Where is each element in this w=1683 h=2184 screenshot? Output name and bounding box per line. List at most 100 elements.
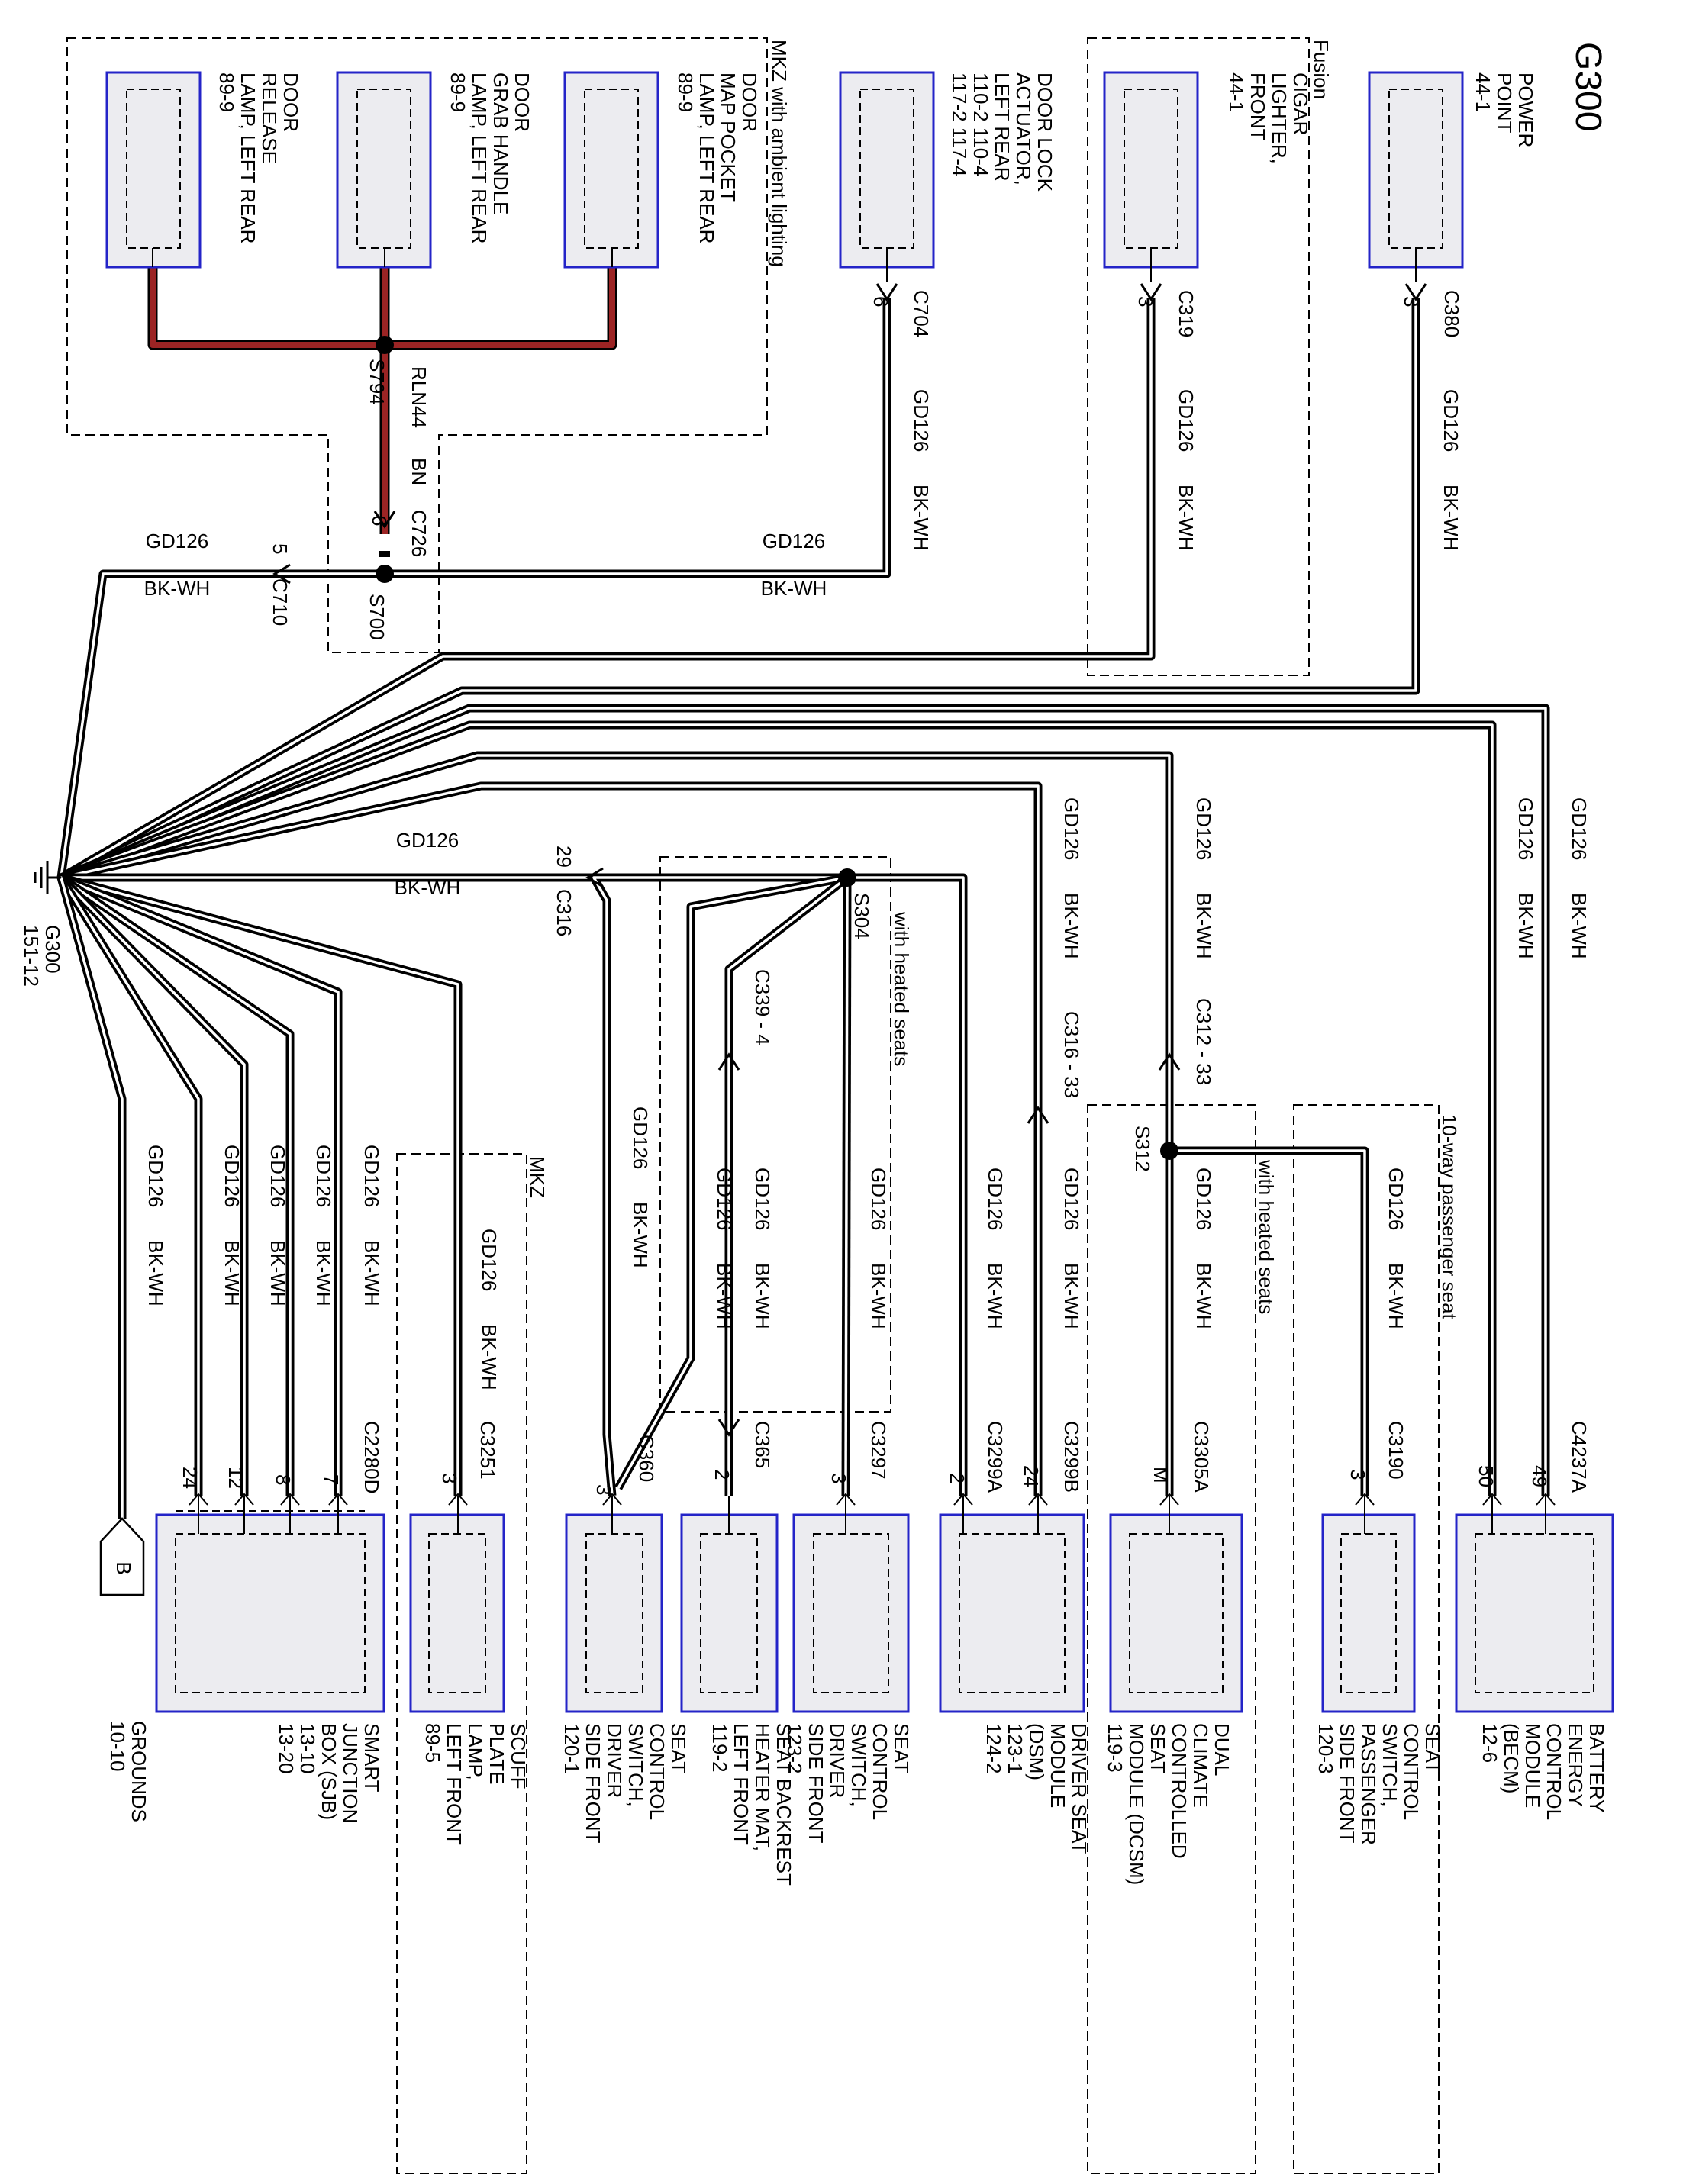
connector-s700: S700 — [366, 594, 389, 640]
component-door-release-lamp[interactable] — [105, 71, 202, 269]
connector-c319: C319 — [1175, 290, 1198, 337]
wire-label-color-dsm: BK-WH — [1060, 1263, 1083, 1329]
page-title: G300 — [1568, 42, 1608, 131]
bottom-pin-stubs — [176, 1493, 1556, 1534]
scuff-label-line-2: PLATE — [485, 1723, 508, 1784]
ground-ref: 151-12 — [20, 925, 43, 987]
connector-c704: C704 — [910, 290, 933, 337]
wire-label-circuit-c704: GD126 — [910, 389, 933, 452]
component-becm[interactable] — [1455, 1513, 1614, 1713]
connector-c3251: C3251 — [476, 1421, 499, 1480]
wire-c312 — [60, 751, 1174, 1496]
wire-label-color-c3299a: BK-WH — [984, 1263, 1007, 1329]
component-dsm[interactable] — [939, 1513, 1085, 1713]
connector-becm-pin-b: 50 — [1475, 1465, 1498, 1487]
group-10way-label: 10-way passenger seat — [1438, 1114, 1461, 1320]
door-grab-label-line-1: DOOR — [511, 72, 534, 132]
wire-label-color-c3190: BK-WH — [1385, 1263, 1407, 1329]
door-map-label-line-4: 89-9 — [674, 72, 697, 112]
wire-c710-c704 — [56, 298, 891, 878]
connector-c3299a: C3299A — [984, 1421, 1007, 1493]
connector-sjb-pin-24: 24 — [179, 1467, 202, 1489]
scuff-label-line-3: LAMP, — [464, 1723, 487, 1780]
component-seat-backrest-heater-mat[interactable] — [680, 1513, 779, 1713]
backrest-label-line-4: 119-2 — [708, 1723, 731, 1773]
sjb-label-line-3: BOX (SJB) — [318, 1723, 340, 1820]
door-lock-label-line-2: ACTUATOR, — [1012, 72, 1035, 185]
door-release-label: DOORRELEASELAMP, LEFT REAR89-9 — [215, 72, 302, 243]
sjb-label: SMARTJUNCTIONBOX (SJB)13-1013-20 — [275, 1723, 383, 1823]
component-power-point[interactable] — [1368, 71, 1464, 282]
dsm-label-line-1: DRIVER SEAT — [1068, 1723, 1091, 1854]
connector-c316-33: C316 - 33 — [1060, 1011, 1083, 1098]
door-release-label-line-4: 89-9 — [215, 72, 238, 112]
dcsm-label-line-4: SEAT — [1146, 1723, 1169, 1773]
grounds-tag[interactable]: B — [99, 1517, 145, 1596]
door-lock-label-line-5: 117-2 117-4 — [948, 72, 971, 176]
connector-s304: S304 — [850, 893, 873, 939]
wire-label-color-c316-33: BK-WH — [1060, 893, 1083, 959]
dcsm-label-line-6: 119-3 — [1104, 1723, 1127, 1773]
connector-c3299b-pin: 24 — [1020, 1465, 1043, 1487]
ground-wires — [56, 298, 1550, 1519]
group-fusion-box — [1087, 37, 1310, 676]
component-cigar-lighter[interactable] — [1103, 71, 1199, 282]
connector-c726: C726 — [408, 510, 430, 557]
group-mkz-ambient-label: MKZ with ambient lighting — [768, 40, 791, 267]
connector-c3190: C3190 — [1385, 1421, 1407, 1480]
connector-s312: S312 — [1131, 1126, 1154, 1172]
component-seat-control-switch-passenger[interactable] — [1321, 1513, 1416, 1713]
connector-c3305a-pin: M — [1149, 1467, 1172, 1483]
seat-switch-driver-120-label-line-6: 120-1 — [560, 1723, 583, 1774]
door-map-label-line-1: DOOR — [738, 72, 761, 132]
component-door-map-pocket-lamp[interactable] — [563, 71, 659, 269]
cigar-label-line-3: FRONT — [1246, 72, 1269, 141]
component-dcsm[interactable] — [1109, 1513, 1243, 1713]
backrest-label-line-3: LEFT FRONT — [730, 1723, 753, 1845]
component-seat-control-switch-driver-123[interactable] — [792, 1513, 910, 1713]
seat-switch-passenger-label-line-5: SIDE FRONT — [1336, 1723, 1359, 1844]
becm-label-line-5: (BECM) — [1500, 1723, 1523, 1793]
power-point-label-line-1: POWER — [1514, 72, 1537, 147]
becm-label-line-2: ENERGY — [1564, 1723, 1587, 1807]
wire-becm-50 — [60, 720, 1497, 1496]
door-lock-label-line-3: LEFT REAR — [991, 72, 1014, 182]
dsm-label: DRIVER SEATMODULE(DSM)123-1124-2 — [982, 1723, 1091, 1854]
connector-c380: C380 — [1440, 290, 1463, 337]
component-sjb[interactable] — [155, 1513, 385, 1713]
connector-becm-pin-a: 49 — [1528, 1465, 1551, 1487]
seat-switch-driver-123-label-line-5: SIDE FRONT — [804, 1723, 827, 1844]
connector-s794: S794 — [366, 359, 389, 405]
component-seat-control-switch-driver-120[interactable] — [565, 1513, 663, 1713]
connector-c380-pin: 3 — [1400, 296, 1423, 307]
wire-label-circuit-c316-run: GD126 — [396, 829, 459, 852]
wire-label-color-c316-run: BK-WH — [395, 876, 461, 899]
wire-sjb-24 — [57, 875, 203, 1496]
dcsm-label-line-3: CONTROLLED — [1168, 1723, 1191, 1859]
wire-label-circuit-becm-49: GD126 — [1568, 797, 1591, 860]
connector-c3299b: C3299B — [1060, 1421, 1083, 1493]
wire-label-circuit-c360: GD126 — [629, 1106, 652, 1169]
dcsm-label-line-5: MODULE (DCSM) — [1125, 1723, 1148, 1885]
component-door-grab-handle-lamp[interactable] — [336, 71, 432, 269]
wire-label-color-c360: BK-WH — [629, 1202, 652, 1268]
door-lock-label-line-1: DOOR LOCK — [1033, 72, 1056, 192]
seat-switch-driver-120-label: SEATCONTROLSWITCH,DRIVERSIDE FRONT120-1 — [560, 1723, 690, 1844]
seat-switch-driver-123-label-line-4: DRIVER — [826, 1723, 849, 1798]
wire-label-color-sjb-7: BK-WH — [360, 1240, 383, 1306]
seat-switch-driver-120-label-line-2: CONTROL — [646, 1723, 669, 1820]
seat-switch-driver-120-label-line-4: DRIVER — [603, 1723, 626, 1798]
cigar-label-line-1: CIGAR — [1289, 72, 1312, 135]
door-grab-label-line-2: GRAB HANDLE — [489, 72, 512, 214]
power-point-label-line-2: POINT — [1493, 72, 1516, 134]
wire-label-color-c312: BK-WH — [1192, 893, 1215, 959]
wire-c316-33 — [60, 781, 1043, 1496]
component-door-lock-actuator[interactable] — [839, 71, 935, 282]
door-release-label-line-2: RELEASE — [258, 72, 281, 164]
wire-label-color-grounds: BK-WH — [144, 1240, 167, 1306]
component-scuff-plate-lamp[interactable] — [409, 1513, 505, 1713]
connector-c339: C339 - 4 — [751, 969, 774, 1045]
door-map-label: DOORMAP POCKETLAMP, LEFT REAR89-9 — [674, 72, 761, 243]
connector-c319-pin: 3 — [1134, 296, 1157, 307]
wire-c3190 — [1169, 1146, 1369, 1496]
